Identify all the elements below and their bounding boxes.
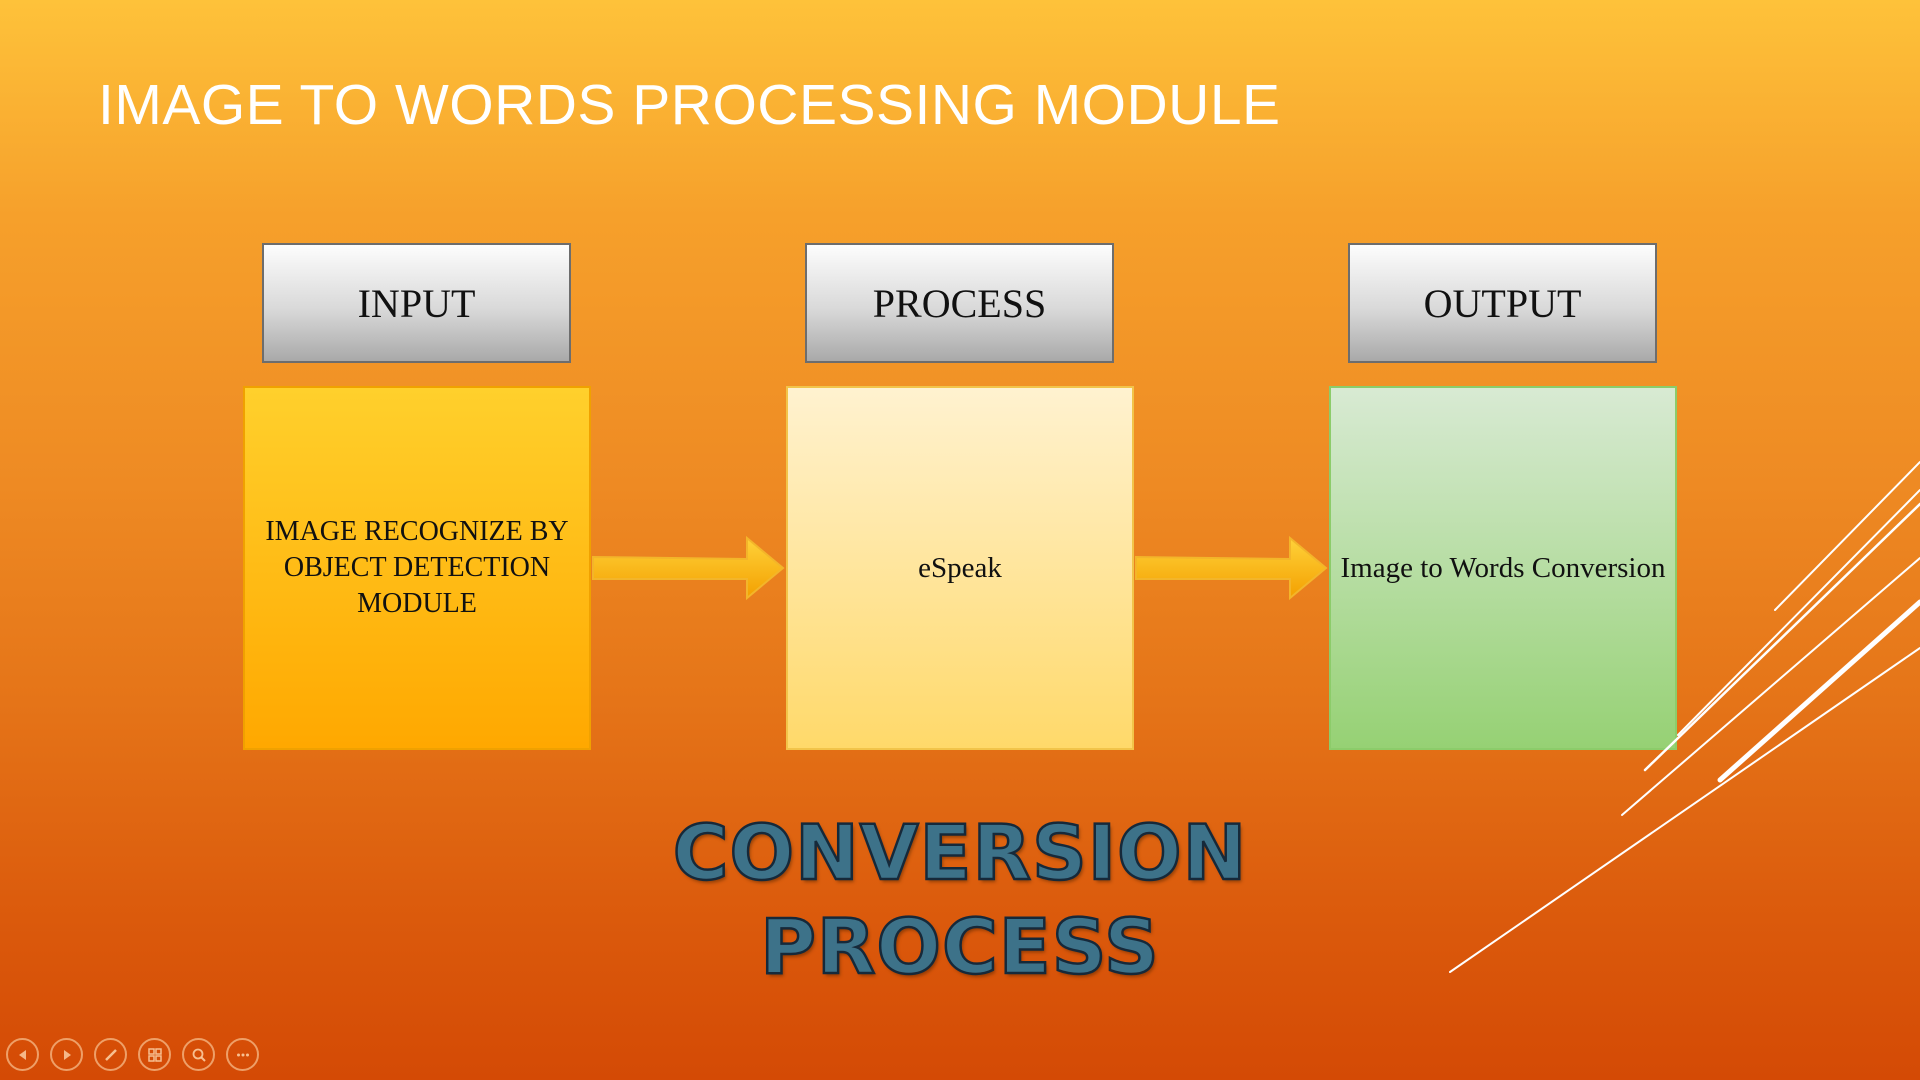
input-box-text: IMAGE RECOGNIZE BY OBJECT DETECTION MODU… [265,516,569,619]
pen-icon[interactable] [94,1038,127,1071]
output-box-text: Image to Words Conversion [1340,551,1666,584]
slideshow-nav [6,1038,259,1071]
slides-icon[interactable] [138,1038,171,1071]
more-icon[interactable] [226,1038,259,1071]
header-output: OUTPUT [1348,243,1657,363]
caption-line-1: CONVERSION [672,807,1248,899]
zoom-icon[interactable] [182,1038,215,1071]
output-box: Image to Words Conversion [1329,386,1677,750]
arrow-input-to-process [592,535,785,601]
arrow-process-to-output [1135,535,1328,601]
previous-icon[interactable] [6,1038,39,1071]
header-input: INPUT [262,243,571,363]
slide-title: IMAGE TO WORDS PROCESSING MODULE [98,73,1281,137]
next-icon[interactable] [50,1038,83,1071]
caption-line-2: PROCESS [759,901,1160,993]
process-box-text: eSpeak [918,551,1002,584]
header-process: PROCESS [805,243,1114,363]
process-box: eSpeak [786,386,1134,750]
input-box: IMAGE RECOGNIZE BY OBJECT DETECTION MODU… [243,386,591,750]
